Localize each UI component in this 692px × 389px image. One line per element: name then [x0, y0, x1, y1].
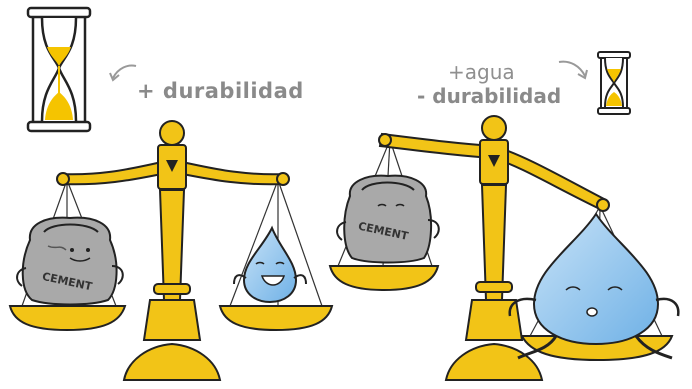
durability-loss-label: - durabilidad	[417, 84, 562, 108]
water-drop-left	[233, 225, 307, 304]
curved-arrow-icon	[558, 60, 586, 77]
water-drop-right	[508, 212, 680, 360]
curved-arrow-icon	[112, 64, 137, 79]
cement-sack-right: CEMENT	[336, 174, 440, 264]
cement-sack-left: CEMENT	[16, 216, 124, 306]
balance-scale-left	[8, 120, 334, 381]
durability-gain-label: + durabilidad	[137, 79, 304, 103]
hourglass-large-icon	[26, 6, 92, 133]
hourglass-small-icon	[597, 51, 631, 115]
water-increase-label: +agua	[448, 60, 515, 84]
